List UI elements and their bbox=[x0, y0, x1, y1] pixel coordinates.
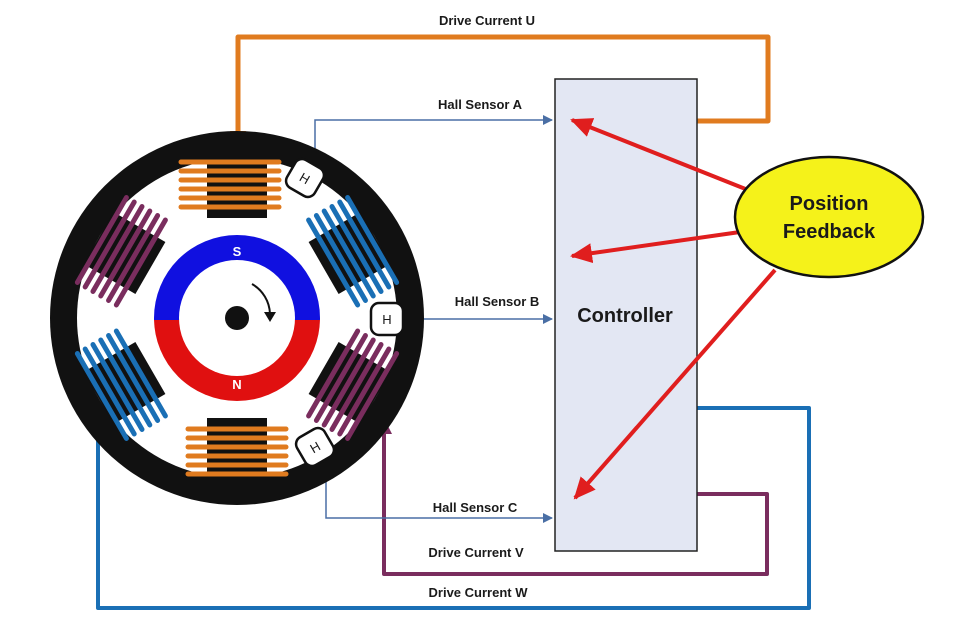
feedback-arrow-middle bbox=[570, 230, 741, 264]
motor: S N H H H bbox=[50, 131, 424, 505]
drive-current-w-label: Drive Current W bbox=[429, 585, 529, 600]
feedback-arrow-bottom bbox=[573, 268, 777, 500]
hall-sensor-a: H bbox=[284, 157, 326, 199]
position-feedback-label-line2: Feedback bbox=[783, 221, 876, 243]
hall-sensor-c: H bbox=[294, 426, 336, 468]
coil-v-lower-right bbox=[306, 328, 400, 441]
pole-n-label: N bbox=[232, 377, 241, 392]
rotor-shaft bbox=[225, 306, 249, 330]
rotation-arrow bbox=[251, 283, 271, 315]
rotation-arrowhead bbox=[264, 312, 276, 322]
position-feedback-label-line1: Position bbox=[790, 193, 869, 215]
coil-u-top bbox=[178, 159, 282, 210]
hall-sensor-c-wire bbox=[325, 465, 553, 523]
drive-current-u-label: Drive Current U bbox=[439, 13, 535, 28]
coil-w-lower-left bbox=[74, 328, 168, 441]
rotor: S N bbox=[154, 235, 320, 401]
hall-sensor-b-label: Hall Sensor B bbox=[455, 294, 540, 309]
hall-sensor-a-wire bbox=[314, 115, 553, 158]
drive-current-v-wire bbox=[376, 418, 769, 576]
pole-s-label: S bbox=[233, 244, 242, 259]
coil-w-upper-right bbox=[306, 195, 400, 308]
position-feedback: Position Feedback bbox=[733, 155, 925, 279]
coil-v-upper-left bbox=[74, 195, 168, 308]
drive-current-u-wire bbox=[230, 34, 771, 147]
controller-label: Controller bbox=[577, 305, 673, 327]
coil-u-bottom bbox=[185, 426, 289, 477]
controller: Controller bbox=[554, 78, 698, 552]
position-feedback-ellipse bbox=[733, 155, 925, 279]
hall-sensor-a-label: Hall Sensor A bbox=[438, 97, 523, 112]
drive-current-w-wire bbox=[90, 406, 811, 610]
hall-sensor-c-label: Hall Sensor C bbox=[433, 500, 518, 515]
feedback-arrow-top bbox=[570, 118, 749, 192]
svg-text:H: H bbox=[382, 312, 391, 327]
hall-sensor-b: H bbox=[369, 301, 405, 337]
controller-box bbox=[554, 78, 698, 552]
drive-current-v-label: Drive Current V bbox=[428, 545, 524, 560]
